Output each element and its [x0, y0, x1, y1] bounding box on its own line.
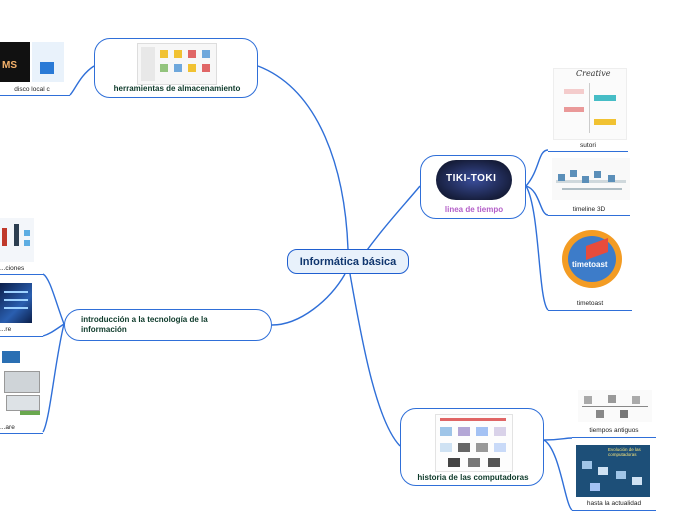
link-history [349, 273, 401, 447]
link-storage-child [69, 65, 95, 96]
intro-child-1-underline [0, 274, 43, 275]
tiempos-antiguos-underline [572, 437, 656, 438]
timetoast-logo-text: timetoast [572, 260, 608, 269]
timeline-3d-underline [548, 215, 630, 216]
link-intro-c2 [42, 323, 65, 337]
intro-child-1-image [0, 218, 34, 262]
link-intro-c1 [42, 273, 65, 325]
disco-local-image: MS [0, 42, 64, 82]
link-timetoast [525, 185, 549, 311]
hasta-actualidad-label: hasta la actualidad [586, 500, 642, 507]
intro-child-3-label: ...are [0, 424, 15, 431]
history-diagram-image [435, 414, 513, 472]
timeline-branch-node[interactable]: TIKI-TOKI linea de tiempo [420, 155, 526, 219]
history-branch-title: historia de las computadoras [417, 473, 529, 482]
tiki-toki-logo-text: TIKI-TOKI [446, 173, 497, 184]
link-intro-c3 [42, 323, 65, 433]
hasta-actualidad-underline [572, 510, 656, 511]
intro-branch-title: introducción a la tecnología de la infor… [81, 315, 208, 334]
timeline-3d-label: timeline 3D [572, 206, 606, 213]
timeline-3d-image [552, 158, 630, 200]
central-topic-label: Informática básica [299, 255, 397, 268]
intro-child-2-underline [0, 336, 43, 337]
hasta-actualidad-image: Evolución de las computadoras [576, 445, 650, 497]
storage-branch-node[interactable]: herramientas de almacenamiento [94, 38, 258, 98]
intro-child-3-image [0, 345, 42, 419]
link-actualidad [543, 439, 573, 511]
sutori-label: sutori [580, 142, 596, 149]
link-antiguos [543, 437, 573, 441]
central-topic[interactable]: Informática básica [287, 249, 409, 274]
storage-screenshot-thumb [137, 43, 217, 85]
timetoast-image: timetoast [556, 228, 628, 290]
intro-child-3-underline [0, 433, 43, 434]
intro-child-1-label: ...ciones [0, 265, 25, 272]
cms-logo-text: MS [2, 60, 17, 71]
tiki-toki-image: TIKI-TOKI [436, 160, 512, 200]
creative-text: Creative [576, 69, 611, 78]
intro-child-2-image [0, 283, 32, 323]
link-intro [271, 273, 346, 326]
link-timeline3d [525, 185, 549, 216]
timeline-branch-title: linea de tiempo [444, 205, 504, 214]
intro-child-2-label: ...re [0, 326, 12, 333]
evolucion-text: Evolución de las computadoras [608, 447, 641, 457]
timetoast-label: timetoast [576, 300, 604, 307]
disco-local-underline [0, 95, 70, 96]
history-branch-node[interactable]: historia de las computadoras [400, 408, 544, 486]
sutori-image: Creative [553, 68, 627, 140]
tiempos-antiguos-image [578, 390, 652, 422]
link-storage [257, 65, 349, 250]
link-sutori [525, 149, 549, 187]
sutori-underline [548, 151, 628, 152]
tiempos-antiguos-label: tiempos antiguos [589, 427, 639, 434]
timetoast-underline [548, 310, 632, 311]
storage-branch-title: herramientas de almacenamiento [113, 84, 241, 93]
disco-local-label: disco local c [14, 86, 50, 93]
intro-branch-node[interactable]: introducción a la tecnología de la infor… [64, 309, 272, 341]
